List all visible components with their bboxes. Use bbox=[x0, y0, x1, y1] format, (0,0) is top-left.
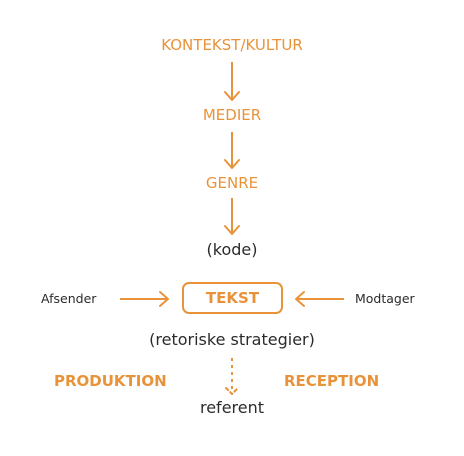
arrow-modtager-to-tekst bbox=[295, 291, 344, 307]
medier-label: MEDIER bbox=[202, 106, 262, 124]
tekst-label: TEKST bbox=[205, 289, 260, 307]
reception-label: RECEPTION bbox=[284, 372, 380, 390]
tekst-box: TEKST bbox=[182, 282, 283, 314]
retoriske-strategier-label: (retoriske strategier) bbox=[149, 330, 315, 349]
afsender-label: Afsender bbox=[41, 291, 97, 306]
produktion-label: PRODUKTION bbox=[54, 372, 167, 390]
arrow-genre-to-kode bbox=[224, 198, 240, 235]
kontekst-kultur-label: KONTEKST/KULTUR bbox=[161, 36, 303, 54]
dotted-arrow-to-referent bbox=[225, 358, 239, 395]
kode-label: (kode) bbox=[206, 240, 258, 259]
genre-label: GENRE bbox=[205, 174, 259, 192]
referent-label: referent bbox=[199, 398, 265, 417]
arrow-kontekst-to-medier bbox=[224, 62, 240, 101]
modtager-label: Modtager bbox=[355, 291, 415, 306]
arrow-medier-to-genre bbox=[224, 132, 240, 169]
arrow-afsender-to-tekst bbox=[120, 291, 169, 307]
